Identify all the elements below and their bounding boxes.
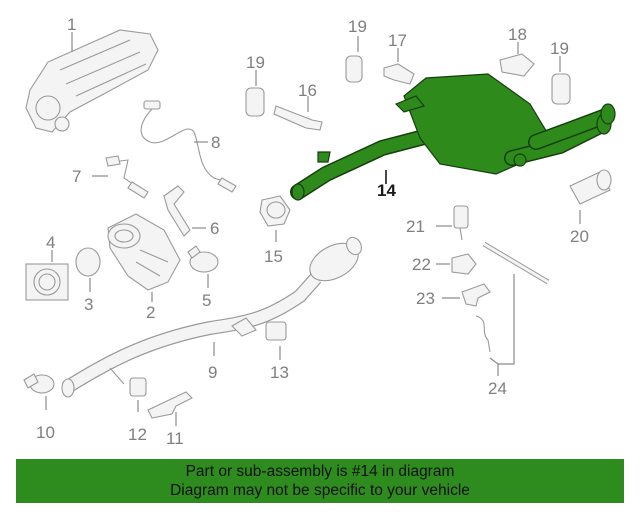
part-15-clamp[interactable] [259, 195, 291, 227]
callout-15[interactable]: 15 [264, 247, 283, 266]
part-9-front-pipe[interactable] [61, 235, 364, 398]
part-5-clamp[interactable] [187, 245, 219, 273]
callout-24[interactable]: 24 [488, 379, 507, 398]
part-1-exhaust-manifold[interactable] [25, 29, 159, 133]
part-6-bracket[interactable] [163, 185, 191, 237]
callout-23[interactable]: 23 [416, 289, 435, 308]
part-19-hanger-left[interactable] [245, 87, 265, 117]
callout-4[interactable]: 4 [46, 233, 55, 252]
callout-19-right[interactable]: 19 [550, 39, 569, 58]
callout-17[interactable]: 17 [388, 31, 407, 50]
banner-line-1: Part or sub-assembly is #14 in diagram [185, 463, 455, 480]
callout-10[interactable]: 10 [36, 423, 55, 442]
callout-5[interactable]: 5 [202, 291, 211, 310]
part-18-hanger[interactable] [499, 53, 535, 77]
callout-12[interactable]: 12 [128, 425, 147, 444]
callout-16[interactable]: 16 [298, 81, 317, 100]
part-2-catalytic-converter[interactable] [107, 213, 181, 291]
callout-19-left[interactable]: 19 [246, 53, 265, 72]
part-13-hanger[interactable] [265, 321, 287, 341]
callout-1[interactable]: 1 [67, 15, 76, 34]
part-7-oxygen-sensor[interactable] [105, 155, 149, 199]
callout-13[interactable]: 13 [270, 363, 289, 382]
exploded-parts-diagram: 1 8 7 6 2 3 4 5 [23, 15, 616, 448]
part-16-bracket[interactable] [273, 105, 323, 131]
callout-7[interactable]: 7 [72, 167, 81, 186]
part-24-hose[interactable] [475, 241, 550, 353]
banner-line-2: Diagram may not be specific to your vehi… [170, 482, 470, 499]
callout-9[interactable]: 9 [208, 363, 217, 382]
part-3-gasket[interactable] [75, 247, 101, 277]
callout-6[interactable]: 6 [210, 219, 219, 238]
part-21-sensor[interactable] [453, 205, 469, 241]
part-8-oxygen-sensor[interactable] [140, 100, 237, 193]
part-19-hanger-center[interactable] [345, 55, 363, 83]
part-10-clamp[interactable] [23, 373, 55, 394]
callout-24-leader [489, 274, 515, 376]
callout-8[interactable]: 8 [211, 133, 220, 152]
part-4-clamp[interactable] [25, 263, 69, 301]
part-19-hanger-right[interactable] [551, 73, 571, 105]
part-11-bracket[interactable] [147, 391, 193, 419]
callout-18[interactable]: 18 [508, 25, 527, 44]
callout-21[interactable]: 21 [406, 217, 425, 236]
callout-20[interactable]: 20 [570, 227, 589, 246]
part-20-exhaust-tip[interactable] [569, 169, 612, 205]
part-23-bracket[interactable] [461, 283, 491, 307]
callout-2[interactable]: 2 [146, 303, 155, 322]
callout-3[interactable]: 3 [84, 295, 93, 314]
info-banner: Part or sub-assembly is #14 in diagram D… [16, 459, 624, 503]
part-12-hanger[interactable] [129, 377, 147, 397]
part-14-rear-muffler[interactable] [290, 73, 616, 201]
callout-22[interactable]: 22 [412, 255, 431, 274]
part-17-bracket[interactable] [383, 63, 415, 85]
callout-19-center[interactable]: 19 [348, 17, 367, 36]
part-22-grommet[interactable] [451, 253, 477, 275]
callout-14[interactable]: 14 [377, 181, 396, 200]
callout-11[interactable]: 11 [166, 429, 184, 448]
